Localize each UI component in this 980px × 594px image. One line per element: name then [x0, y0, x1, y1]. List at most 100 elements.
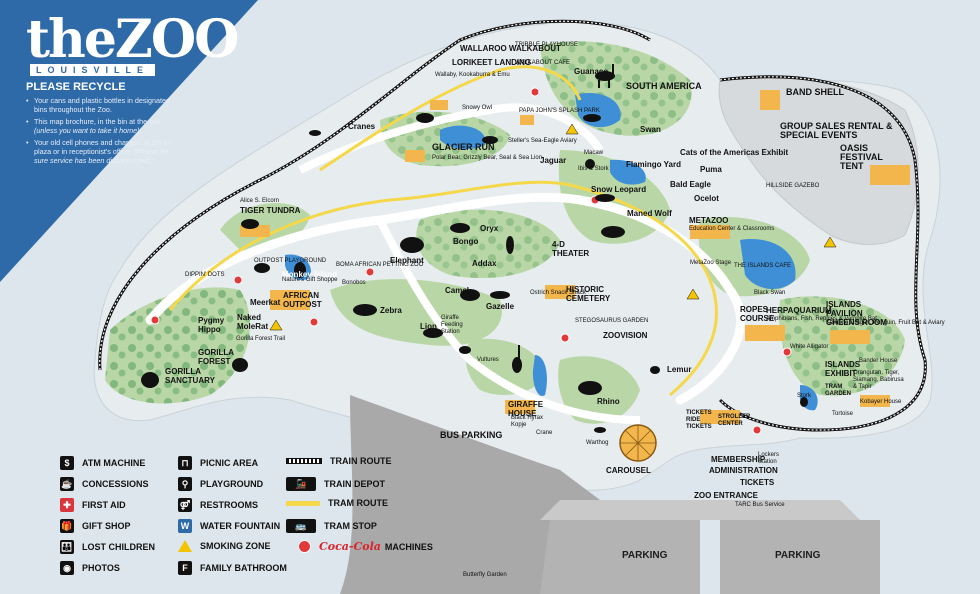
label-tiger-tundra[interactable]: TIGER TUNDRA	[240, 206, 301, 215]
label-ostrich[interactable]: Ostrich Snack Shack	[530, 290, 586, 296]
label-band-shell[interactable]: BAND SHELL	[786, 87, 844, 97]
recycle-list: Your cans and plastic bottles in designa…	[26, 96, 176, 168]
label-lockers[interactable]: Lockers Station	[758, 452, 780, 465]
label-tarc[interactable]: TARC Bus Service	[735, 502, 785, 508]
label-oryx[interactable]: Oryx	[480, 224, 499, 233]
smoking-zone-icon	[178, 540, 192, 552]
water-fountain-icon: W	[178, 519, 192, 533]
label-metazoo[interactable]: METAZOO	[689, 216, 729, 225]
label-macaw[interactable]: Macaw	[584, 150, 604, 156]
label-bonobos[interactable]: Bonobos	[342, 280, 366, 286]
label-tortoise[interactable]: Tortoise	[832, 411, 854, 417]
label-bander-house[interactable]: Bander House	[859, 358, 898, 364]
label-lion[interactable]: Lion	[420, 322, 437, 331]
label-rhino[interactable]: Rhino	[597, 397, 620, 406]
label-carousel[interactable]: CAROUSEL	[606, 466, 651, 475]
label-south-america[interactable]: SOUTH AMERICA	[626, 81, 702, 91]
label-lorikeet[interactable]: LORIKEET LANDING	[452, 58, 532, 67]
label-giraffe-feeding[interactable]: Giraffe Feeding Station	[441, 315, 463, 335]
label-gazelle[interactable]: Gazelle	[486, 302, 515, 311]
label-jaguar[interactable]: Jaguar	[540, 156, 567, 165]
label-elephant[interactable]: Elephant	[390, 256, 424, 265]
label-islands-pavilion[interactable]: ISLANDS PAVILION GHEENS ROOM	[826, 300, 887, 327]
label-stork[interactable]: Stork	[797, 393, 812, 399]
label-outpost-playground[interactable]: OUTPOST PLAYGROUND	[254, 258, 327, 264]
label-warthog[interactable]: Warthog	[586, 440, 609, 446]
label-ropes-course[interactable]: ROPES COURSE	[740, 305, 775, 323]
label-natures-gift[interactable]: Nature's Gift Shoppe	[282, 277, 338, 283]
label-papa-johns[interactable]: PAPA JOHN'S SPLASH PARK	[519, 108, 600, 114]
label-vultures[interactable]: Vultures	[477, 357, 499, 363]
label-monkey-island[interactable]: Monkey Island	[282, 270, 338, 279]
label-group-sales[interactable]: GROUP SALES RENTAL & SPECIAL EVENTS	[780, 121, 893, 140]
label-giraffe-house[interactable]: GIRAFFE HOUSE	[508, 400, 544, 418]
family-bathroom-icon: F	[178, 561, 192, 575]
label-butterfly[interactable]: Butterfly Garden	[463, 572, 507, 578]
label-swan[interactable]: Swan	[640, 125, 661, 134]
label-gorilla-forest[interactable]: GORILLA FOREST	[198, 348, 234, 366]
label-zoo-entrance[interactable]: ZOO ENTRANCE	[694, 491, 758, 500]
label-flamingo[interactable]: Flamingo Yard	[626, 160, 681, 169]
label-bald-eagle[interactable]: Bald Eagle	[670, 180, 711, 189]
label-parking-right[interactable]: PARKING	[775, 550, 821, 561]
label-zoovision[interactable]: ZOOVISION	[603, 331, 648, 340]
label-maned-wolf[interactable]: Maned Wolf	[627, 209, 672, 218]
label-bongo[interactable]: Bongo	[453, 237, 479, 246]
label-wallaroo[interactable]: WALLAROO WALKABOUT	[460, 44, 561, 53]
label-naked-mole[interactable]: Naked MoleRat	[237, 313, 269, 331]
label-playhouse[interactable]: TRIBBLE PLAYHOUSE	[515, 42, 578, 48]
label-african-outpost[interactable]: AFRICAN OUTPOST	[283, 291, 322, 309]
label-kobayer[interactable]: Kobayer House	[860, 399, 902, 405]
label-black-swan[interactable]: Black Swan	[754, 290, 786, 296]
label-snow-leopard[interactable]: Snow Leopard	[591, 185, 647, 194]
label-puma[interactable]: Puma	[700, 165, 722, 174]
label-parking-left[interactable]: PARKING	[622, 550, 668, 561]
label-steller[interactable]: Steller's Sea-Eagle Aviary	[508, 138, 577, 144]
label-tram-garden[interactable]: TRAM GARDEN	[825, 384, 852, 397]
label-crane[interactable]: Crane	[536, 430, 553, 436]
label-metazoo-stage[interactable]: MetaZoo Stage	[690, 260, 732, 266]
label-strollers[interactable]: STROLLER CENTER	[718, 414, 751, 427]
legend-train-depot: 🚂TRAIN DEPOT	[286, 477, 385, 491]
label-pygmy-hippo[interactable]: Pygmy Hippo	[198, 316, 225, 334]
label-gorilla-trail[interactable]: Gorilla Forest Trail	[236, 336, 286, 342]
label-ibis[interactable]: Ibis & Stork	[578, 166, 609, 172]
legend-atm: $ATM MACHINE	[60, 456, 145, 470]
label-white-alligator[interactable]: White Alligator	[790, 344, 829, 350]
label-cats[interactable]: Cats of the Americas Exhibit	[680, 148, 789, 157]
label-historic-cemetery[interactable]: HISTORIC CEMETERY	[566, 285, 611, 303]
label-islands-cafe[interactable]: THE ISLANDS CAFE	[734, 263, 792, 269]
label-zebra[interactable]: Zebra	[380, 306, 402, 315]
label-wallaby[interactable]: Wallaby, Kookaburra & Emu	[435, 72, 510, 78]
label-oasis[interactable]: OASIS FESTIVAL TENT	[840, 143, 883, 171]
label-gorilla-sanctuary[interactable]: GORILLA SANCTUARY	[165, 367, 215, 385]
label-addax[interactable]: Addax	[472, 259, 497, 268]
label-stegosaurus[interactable]: STEGOSAURUS GARDEN	[575, 318, 649, 324]
label-snowy-owl[interactable]: Snowy Owl	[462, 105, 493, 111]
label-ocelot[interactable]: Ocelot	[694, 194, 719, 203]
label-meerkat[interactable]: Meerkat	[250, 298, 281, 307]
label-ride-tickets[interactable]: TICKETS RIDE TICKETS	[686, 410, 712, 430]
recycle-tip: This map brochure, in the bin at the exi…	[26, 117, 176, 135]
first-aid-icon: ✚	[60, 498, 74, 512]
legend-photos: ◉PHOTOS	[60, 561, 120, 575]
label-herpaquarium[interactable]: HERPAQUARIUM	[766, 306, 832, 315]
label-administration[interactable]: ADMINISTRATION	[709, 466, 778, 475]
label-tickets[interactable]: TICKETS	[740, 478, 775, 487]
label-4d-theater[interactable]: 4-D THEATER	[552, 240, 590, 258]
label-hillside[interactable]: HILLSIDE GAZEBO	[766, 183, 820, 189]
label-islands-pavilion-sub: Komodo Dragon, Penguin, Fruit Bat & Avia…	[826, 320, 945, 326]
label-walkabout-cafe[interactable]: WALKABOUT CAFE	[515, 60, 571, 66]
label-islands-exhibit-sub: Orangutan, Tiger, Siamang, Babirusa & Ta…	[853, 370, 904, 390]
label-dippin-dots[interactable]: DIPPIN' DOTS	[185, 272, 225, 278]
label-islands-exhibit[interactable]: ISLANDS EXHIBIT	[825, 360, 861, 378]
label-membership[interactable]: MEMBERSHIP	[711, 455, 766, 464]
recycle-panel: theZOO LOUISVILLE PLEASE RECYCLE Your ca…	[0, 0, 260, 280]
label-boma[interactable]: BOMA AFRICAN PETTING ZOO	[336, 262, 424, 268]
label-lemur[interactable]: Lemur	[667, 365, 692, 374]
label-guanaco[interactable]: Guanaco	[574, 67, 609, 76]
label-glacier-run[interactable]: GLACIER RUN	[432, 142, 495, 152]
label-cranes[interactable]: Cranes	[348, 122, 376, 131]
label-bus-parking[interactable]: BUS PARKING	[440, 430, 503, 440]
label-camel[interactable]: Camel	[445, 286, 470, 295]
